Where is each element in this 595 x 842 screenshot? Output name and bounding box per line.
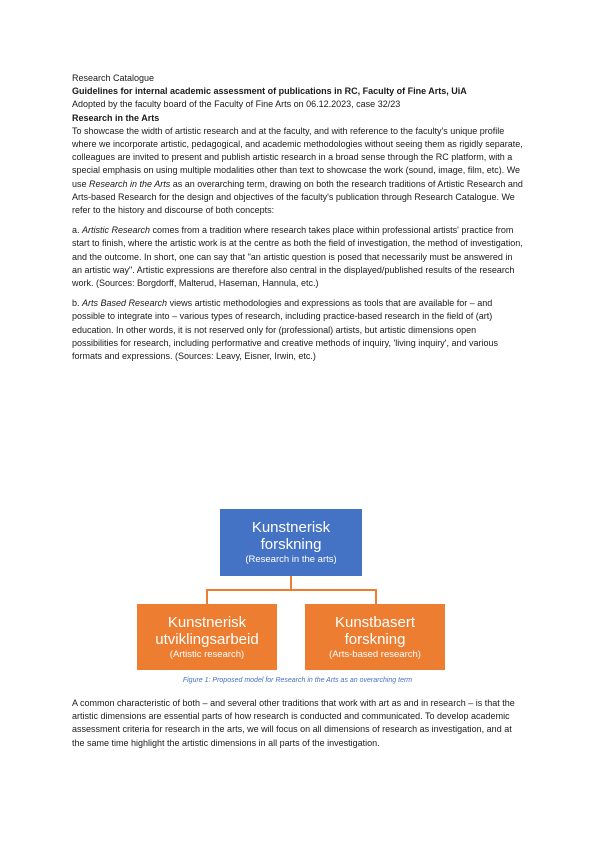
closing-paragraph: A common characteristic of both – and se… [72, 698, 515, 748]
section-heading: Research in the Arts [72, 112, 160, 123]
connector-horizontal [206, 589, 376, 591]
item-a-text: comes from a tradition where research ta… [72, 225, 523, 289]
item-b-text: views artistic methodologies and express… [72, 298, 498, 362]
adoption-note: Adopted by the faculty board of the Facu… [72, 99, 401, 110]
right-box-subtitle: (Arts-based research) [329, 648, 421, 660]
document-title: Guidelines for internal academic assessm… [72, 86, 467, 97]
item-b-term: Arts Based Research [82, 298, 168, 309]
connector-vertical-top [290, 576, 292, 590]
research-in-the-arts-box: Kunstnerisk forskning (Research in the a… [220, 509, 362, 576]
intro-text-2: as an overarching term, drawing on both … [72, 178, 523, 216]
connector-vertical-right [375, 589, 377, 604]
catalogue-label: Research Catalogue [72, 73, 155, 83]
right-box-title: Kunstbasert forskning [334, 613, 416, 648]
document-body: Research Catalogue Guidelines for intern… [72, 72, 524, 370]
item-a-prefix: a. [72, 225, 83, 236]
connector-vertical-left [206, 589, 208, 604]
top-box-title: Kunstnerisk forskning [251, 519, 331, 553]
item-b-prefix: b. [72, 298, 83, 309]
item-a-term: Artistic Research [82, 225, 151, 236]
top-box-subtitle: (Research in the arts) [245, 554, 337, 565]
arts-based-research-box: Kunstbasert forskning (Arts-based resear… [305, 604, 445, 670]
artistic-research-paragraph: a. Artistic Research comes from a tradit… [72, 224, 524, 290]
figure-caption: Figure 1: Proposed model for Research in… [182, 677, 413, 684]
left-box-subtitle: (Artistic research) [169, 648, 245, 660]
artistic-research-box: Kunstnerisk utviklingsarbeid (Artistic r… [137, 604, 277, 670]
left-box-title: Kunstnerisk utviklingsarbeid [155, 613, 259, 648]
intro-text-1: To showcase the width of artistic resear… [72, 125, 523, 189]
intro-paragraph: To showcase the width of artistic resear… [72, 125, 524, 217]
intro-term: Research in the Arts [89, 178, 171, 189]
arts-based-research-paragraph: b. Arts Based Research views artistic me… [72, 297, 524, 363]
